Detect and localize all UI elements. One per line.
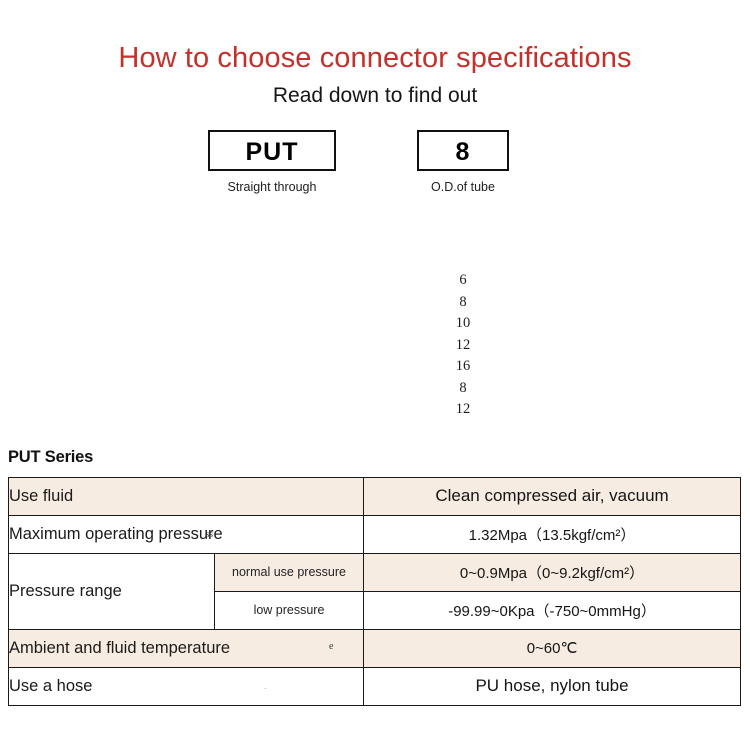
row-value: 1.32Mpa（13.5kgf/cm²） [363,514,742,554]
table-row: Pressure range normal use pressure 0~0.9… [8,552,742,630]
row-label-text: Ambient and fluid temperature [9,638,231,657]
od-option[interactable]: 6 [459,272,467,288]
od-code-caption: O.D.of tube [431,180,495,195]
row-value: -99.99~0Kpa（-750~0mmHg） [363,590,742,630]
row-label: Pressure range [8,552,215,630]
page-subtitle: Read down to find out [272,84,478,108]
scan-artifact: . [264,679,267,692]
row-label: Use a hose. [7,666,365,706]
row-value: Clean compressed air, vacuum [363,476,742,516]
scan-artifact: ss [206,528,214,539]
row-label: Use fluid [7,476,365,516]
selector-column-series: PUT Straight through [208,130,336,195]
spec-table-title: PUT Series [8,448,94,466]
row-sub-label: normal use pressure [213,552,365,592]
row-value: 0~0.9Mpa（0~9.2kgf/cm²） [363,552,742,592]
od-option[interactable]: 12 [455,401,471,417]
row-label: Ambient and fluid temperature e [7,628,365,668]
table-row: Use a hose. PU hose, nylon tube [7,666,742,706]
od-code-box[interactable]: 8 [417,130,509,172]
part-number-selector: PUT Straight through 8 O.D.of tube [0,130,750,220]
od-option[interactable]: 8 [459,379,467,396]
od-option[interactable]: 16 [455,358,471,374]
series-code-caption: Straight through [227,180,317,195]
selector-column-od: 8 O.D.of tube [417,130,509,195]
specification-table: Use fluid Clean compressed air, vacuum M… [7,476,742,706]
scan-artifact: e [329,640,334,652]
row-label-text: Maximum operating pressure [9,524,223,543]
od-option-list: 6 8 10 12 16 8 12 [417,270,509,421]
row-value: 0~60℃ [363,628,742,668]
table-row: Use fluid Clean compressed air, vacuum [7,476,742,516]
specification-section: PUT Series Use fluid Clean compressed ai… [7,448,742,706]
row-label-text: Use a hose [9,676,93,695]
od-option[interactable]: 8 [459,293,467,310]
od-option[interactable]: 12 [455,336,471,353]
series-code-box[interactable]: PUT [208,130,336,172]
page-title: How to choose connector specifications [118,42,632,74]
row-value: PU hose, nylon tube [363,666,742,706]
page-header: How to choose connector specifications R… [0,0,750,108]
od-option[interactable]: 10 [455,315,471,331]
row-sub-label: low pressure [213,590,365,630]
table-row: Ambient and fluid temperature e 0~60℃ [7,628,742,668]
table-row: low pressure -99.99~0Kpa（-750~0mmHg） [9,590,742,630]
